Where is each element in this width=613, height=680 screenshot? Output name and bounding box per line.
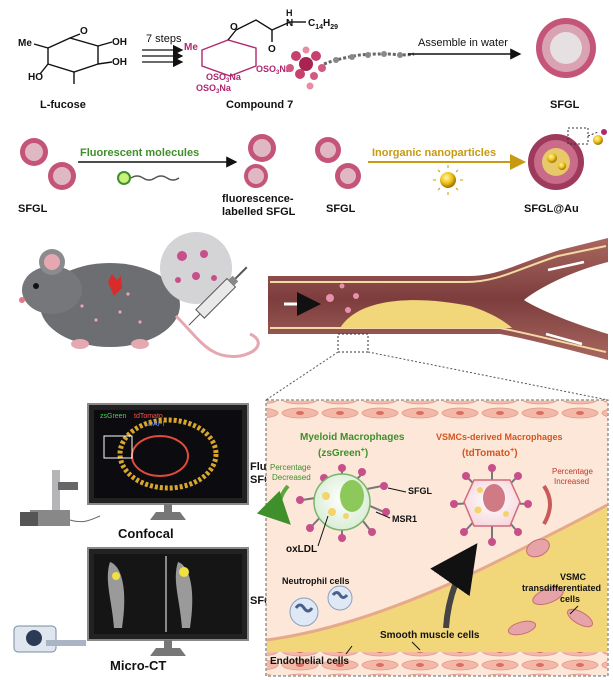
fucose-me: Me: [18, 38, 32, 49]
heart-icon: [108, 274, 122, 296]
compound-oso3na-1: OSO3Na: [256, 64, 292, 76]
blood-vessel: [268, 238, 608, 360]
fucose-o: O: [80, 26, 88, 37]
sfgl-label-left: SFGL: [18, 203, 48, 215]
fucose-oh2: OH: [112, 57, 127, 68]
compound-o1: O: [230, 22, 238, 33]
compound-o2: O: [268, 44, 276, 55]
compound-label: Compound 7: [226, 99, 293, 111]
transdifferentiation-arrow: [430, 543, 478, 629]
zoom-line-left: [265, 351, 339, 401]
pct-decreased-2: Decreased: [272, 473, 311, 482]
plaque-region: [340, 300, 512, 328]
sfgl-pair-left: [20, 138, 76, 190]
channel-tdtomato: tdTomato: [134, 413, 163, 420]
fluorescent-sfgl-particles: [244, 134, 276, 188]
vsmc-trans-line3: cells: [560, 594, 580, 604]
fluorophore-icon: [117, 171, 180, 185]
zoom-line-right: [367, 351, 609, 401]
vsmc-macrophage: [450, 464, 532, 546]
myeloid-reporter: (zsGreen+): [318, 447, 368, 459]
syringe-icon: [160, 232, 248, 326]
confocal-monitor: [87, 403, 249, 520]
vsmc-reporter: (tdTomato+): [462, 447, 518, 459]
steps-label: 7 steps: [146, 33, 182, 45]
mouse-illustration: [19, 249, 260, 358]
sfgl-label-mid: SFGL: [326, 203, 356, 215]
oxldl-label: oxLDL: [286, 544, 317, 555]
pct-increased-1: Percentage: [552, 467, 593, 476]
smooth-muscle-label: Smooth muscle cells: [380, 630, 480, 641]
fucose-oh1: OH: [112, 37, 127, 48]
compound-me: Me: [184, 42, 198, 53]
fluorescence-labelled-line1: fluorescence-: [222, 193, 294, 205]
microct-monitor: [87, 547, 249, 656]
sfgl-inset-label: SFGL: [408, 486, 433, 496]
microscope-icon: [20, 470, 101, 526]
molecule-3d-model: [286, 46, 415, 90]
gold-nanoparticle-icon: [433, 165, 463, 195]
sfgl-label-top: SFGL: [550, 99, 580, 111]
channel-zsgreen: zsGreen: [100, 413, 127, 420]
decrease-arrow: [256, 484, 291, 525]
compound-n: N: [286, 18, 293, 29]
channel-dapi: DAPI: [148, 421, 164, 428]
sfgl-pair-mid: [315, 137, 361, 189]
fucose-ho: HO: [28, 72, 43, 83]
compound-oso3na-2: OSO3Na: [206, 72, 242, 84]
neutrophil-cells: [289, 585, 353, 627]
pct-decreased-1: Percentage: [270, 463, 311, 472]
plaque-inset: [265, 399, 609, 677]
msr1-label: MSR1: [392, 514, 417, 524]
vsmc-trans-line1: VSMC: [560, 572, 587, 582]
fluorescent-molecules-label: Fluorescent molecules: [80, 147, 199, 159]
fluorescence-labelled-line2: labelled SFGL: [222, 206, 296, 218]
sfgl-au-particle: [528, 127, 607, 190]
neutrophil-label: Neutrophil cells: [282, 576, 350, 586]
vsmc-title: VSMCs-derived Macrophages: [436, 432, 563, 442]
compound-chain: C14H29: [308, 18, 338, 31]
inorganic-nanoparticles-label: Inorganic nanoparticles: [372, 147, 496, 159]
sfgl-particle-large: [536, 18, 596, 78]
compound-oso3na-3: OSO3Na: [196, 83, 232, 95]
confocal-label: Confocal: [118, 526, 174, 541]
compound-7-structure: [201, 19, 306, 77]
endothelial-label: Endothelial cells: [270, 656, 349, 667]
sfgl-au-label: SFGL@Au: [524, 203, 579, 215]
pct-increased-2: Increased: [554, 477, 589, 486]
assemble-label: Assemble in water: [418, 37, 508, 49]
l-fucose-structure: [33, 33, 113, 84]
myeloid-title: Myeloid Macrophages: [300, 432, 405, 443]
fucose-label: L-fucose: [40, 99, 86, 111]
compound-h: H: [286, 8, 293, 18]
ct-scanner-icon: [13, 625, 86, 653]
microct-label: Micro-CT: [110, 658, 166, 673]
vsmc-transdifferentiated-cells: [507, 538, 593, 636]
increase-arrow: [542, 484, 552, 525]
vsmc-trans-line2: transdifferentiated: [522, 583, 601, 593]
steps-arrows: [142, 44, 184, 68]
